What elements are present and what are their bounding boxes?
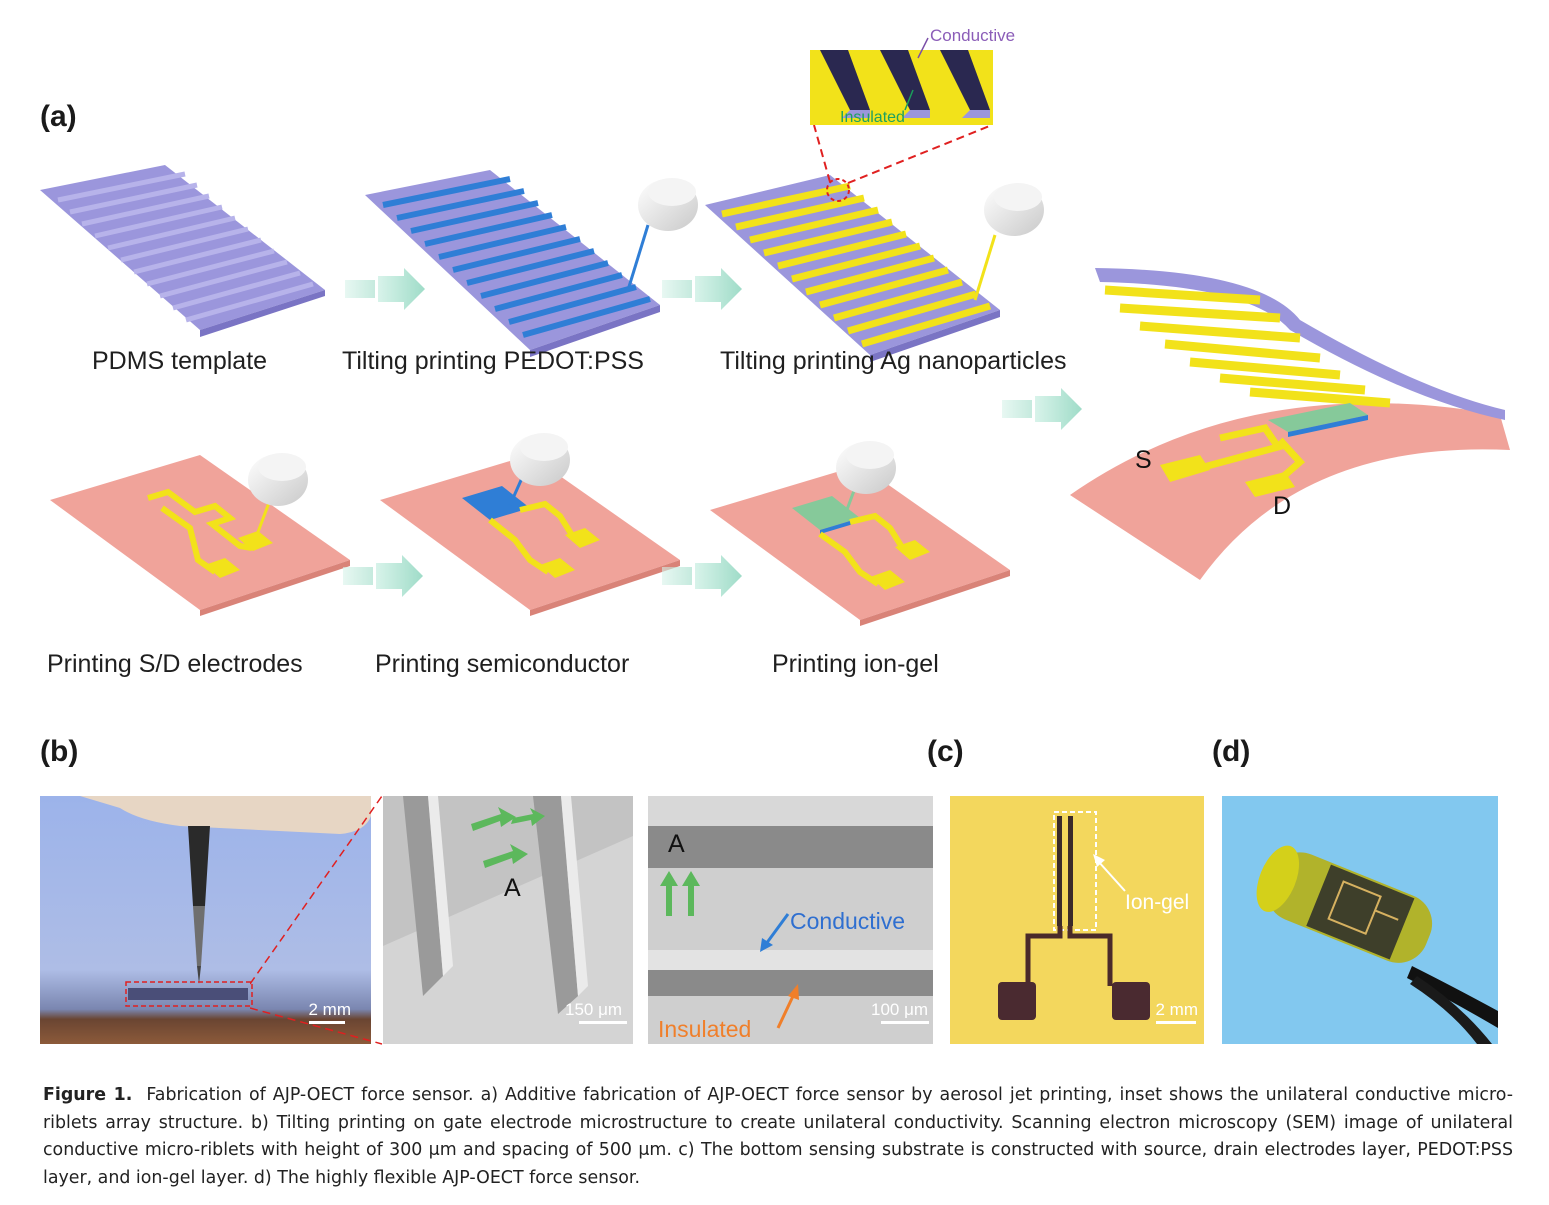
conductive-inset [810,37,993,125]
ion-gel-label: Ion-gel [1125,891,1190,914]
figure-caption: Figure 1. Fabrication of AJP-OECT force … [43,1082,1513,1192]
sem-image-conductive: A Conductive Insulated 100 μm [648,796,933,1044]
semiconductor-illustration [380,433,680,616]
inset-insulated-label: Insulated [840,109,905,126]
ag-template-illustration [705,124,1044,362]
panel-a-illustration [40,37,1510,626]
arrow-4 [662,555,742,597]
bottom-substrate-photo: Ion-gel 2 mm [950,796,1204,1044]
panel-a-label: (a) [40,100,77,133]
sem2-marker: A [668,830,685,858]
sem2-scale-bar: 100 μm [871,1000,929,1024]
panel-c-label: (c) [927,735,964,768]
pdms-template-illustration [40,165,325,337]
panel-b-label: (b) [40,735,79,768]
step-label-pedot: Tilting printing PEDOT:PSS [342,347,644,375]
figure-label: Figure 1. [43,1085,133,1105]
process-arrows [343,268,1082,597]
panel-d-label: (d) [1212,735,1251,768]
step-label-semiconductor: Printing semiconductor [375,650,630,678]
sem2-conductive-label: Conductive [790,908,906,934]
arrow-1 [345,268,425,310]
arrow-2 [662,268,742,310]
pedot-template-illustration [365,170,698,357]
step-label-ion-gel: Printing ion-gel [772,650,939,678]
step-label-sd-electrodes: Printing S/D electrodes [47,650,303,678]
step-label-ag: Tilting printing Ag nanoparticles [720,347,1067,375]
sem2-insulated-label: Insulated [658,1016,752,1042]
printing-nozzle-photo: 2 mm [40,796,371,1044]
ion-gel-illustration [710,441,1010,626]
final-device-illustration [1070,268,1510,580]
flexible-sensor-photo [1222,796,1498,1044]
step-label-pdms: PDMS template [92,347,268,375]
arrow-3 [343,555,423,597]
sem1-marker: A [504,874,521,902]
sem-image-riblets: A 150 μm [383,796,633,1044]
sd-electrodes-illustration [50,453,350,616]
zoom-connector [250,796,383,1045]
drain-label: D [1273,492,1292,520]
source-label: S [1135,446,1152,474]
arrow-5 [1002,388,1082,430]
inset-conductive-label: Conductive [930,26,1016,45]
sem1-scale-bar: 150 μm [565,1000,627,1024]
caption-text: Fabrication of AJP-OECT force sensor. a)… [43,1085,1513,1188]
panel-c-scale-bar: 2 mm [1155,1000,1198,1024]
photo-scale-bar: 2 mm [308,1000,351,1024]
